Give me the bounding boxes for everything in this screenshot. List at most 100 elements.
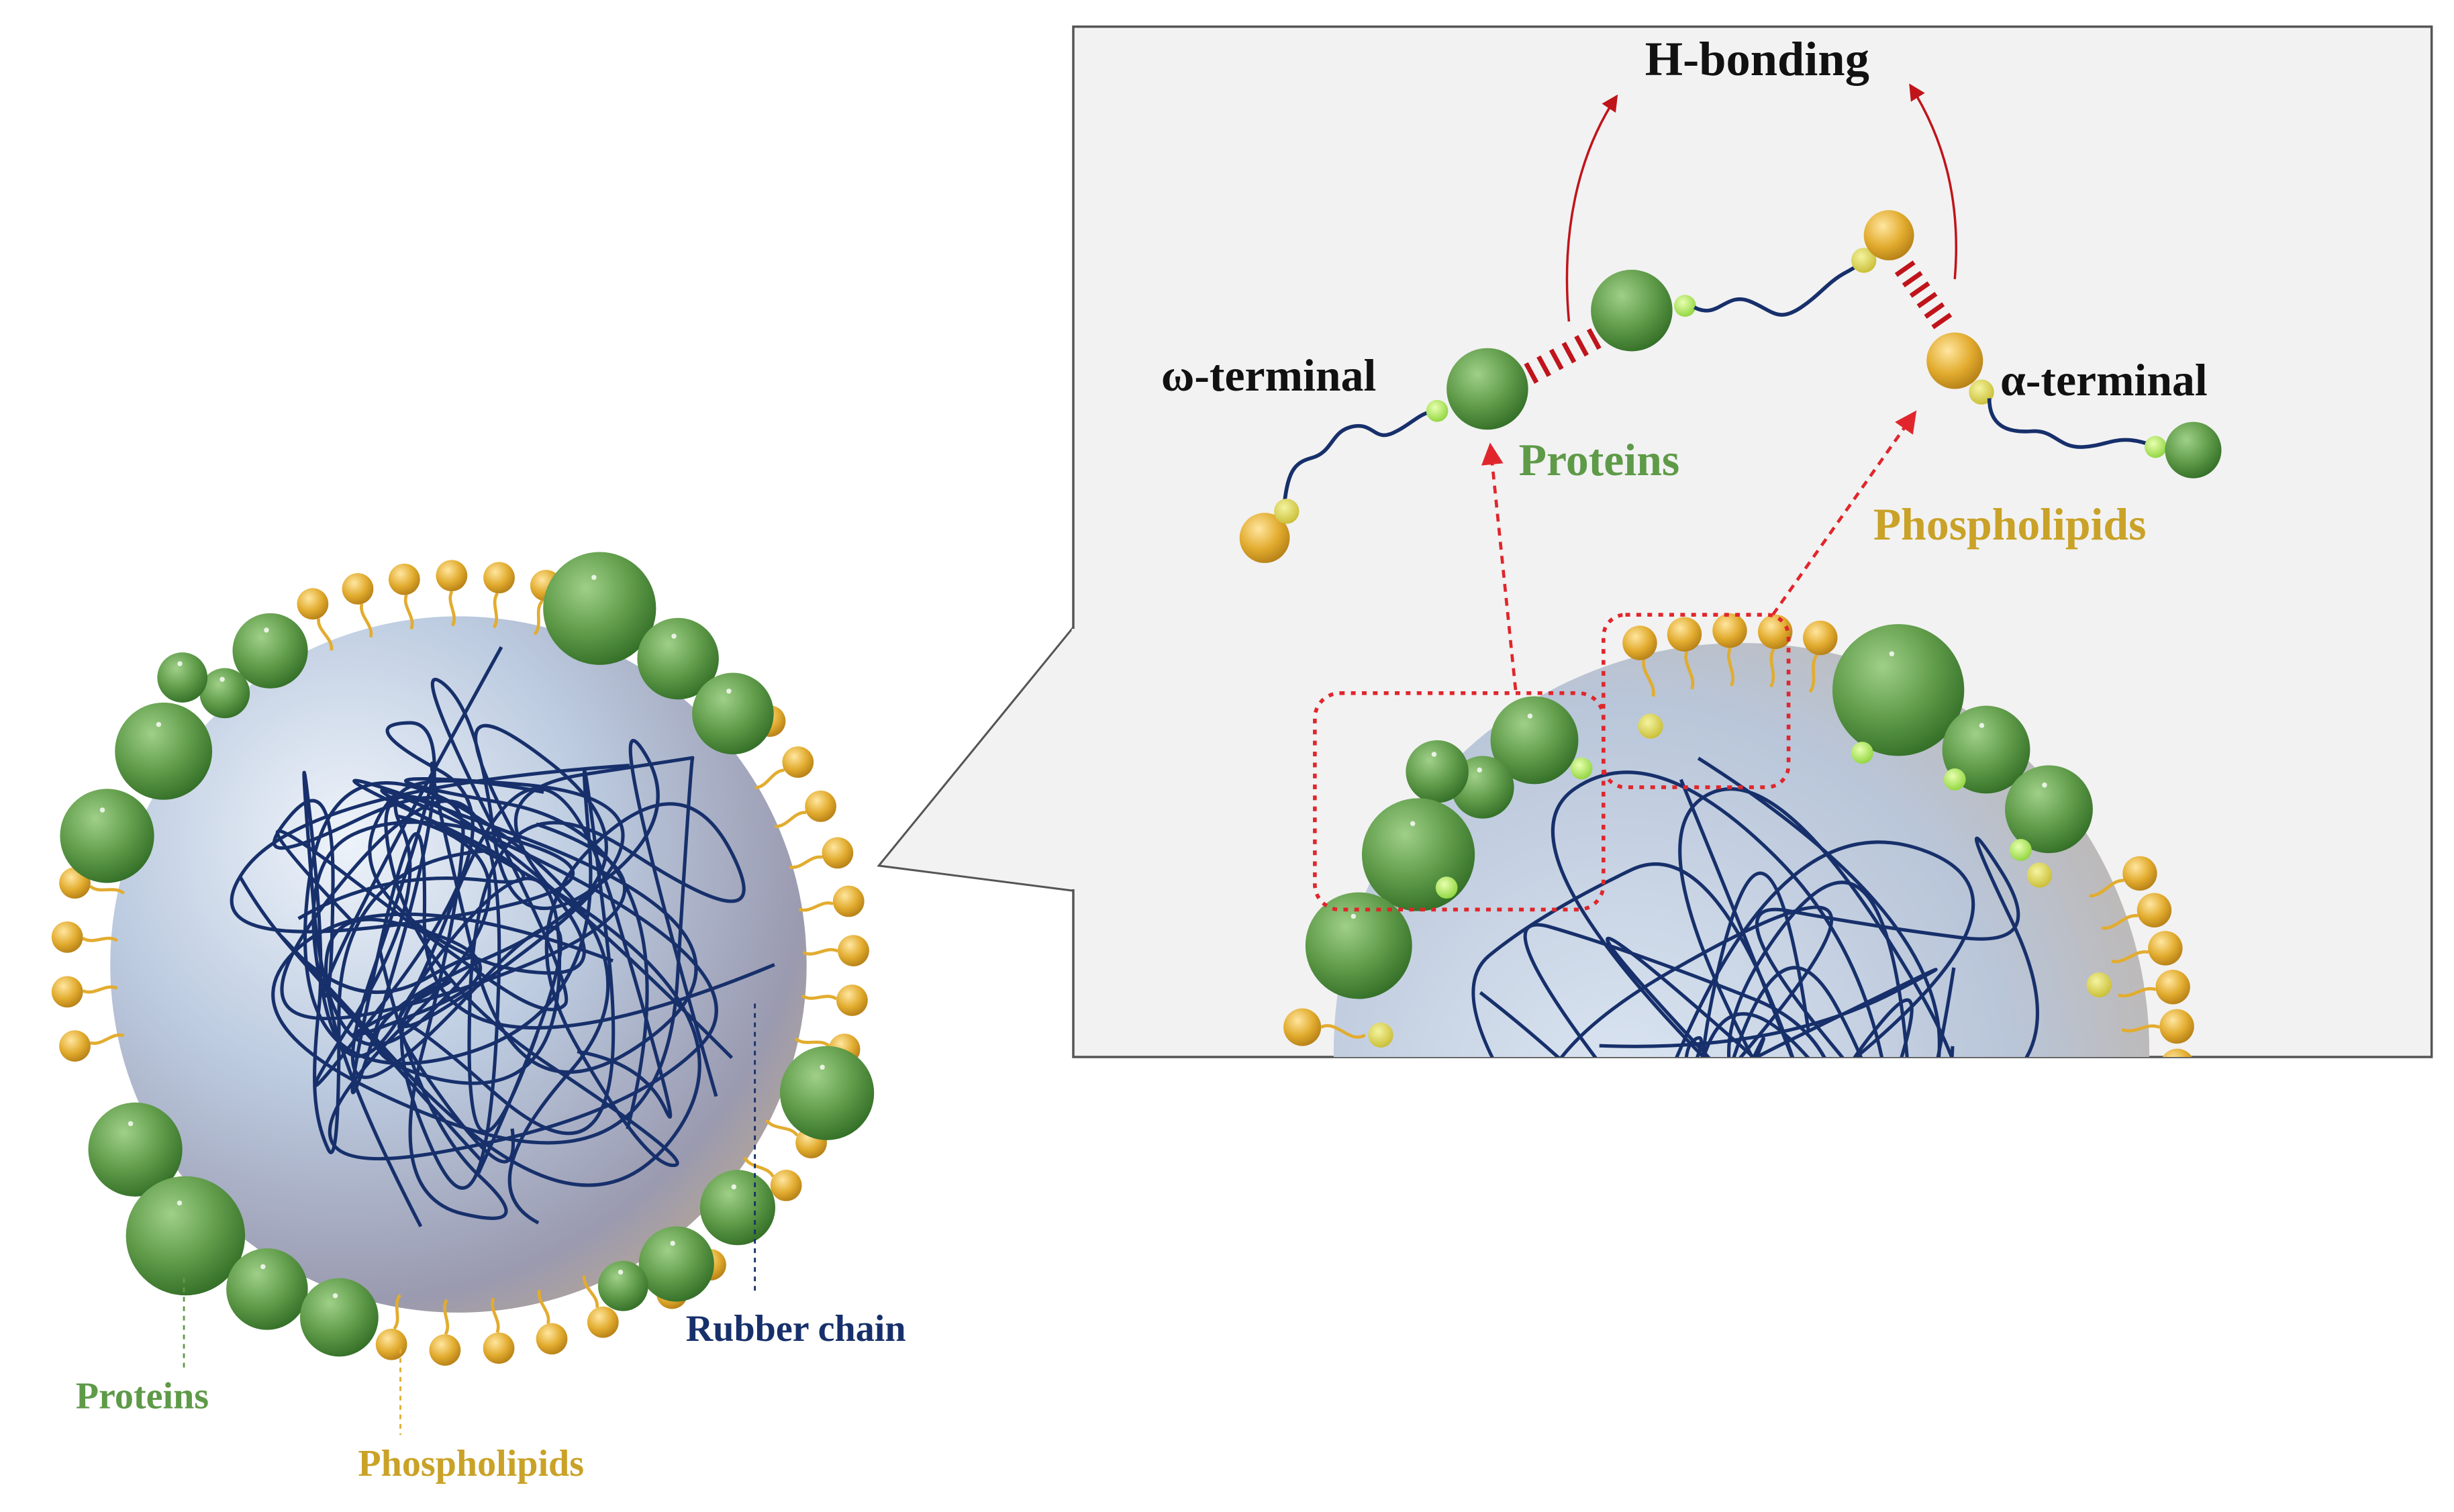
phospholipid-head-icon [51,976,83,1008]
phospholipid-tail [1769,648,1775,688]
phospholipid-head-icon [1283,1008,1322,1046]
phospholipid-head-icon [2148,931,2183,966]
protein-link-icon [1570,757,1593,780]
zoomed-particle-surface [1283,613,2194,1066]
phospholipid-tail [82,985,118,994]
protein-link-icon [1435,876,1458,899]
h-bond-dash [1931,313,1953,330]
alpha-terminal-label: α-terminal [2000,355,2208,405]
highlight-dot [1410,821,1416,827]
phospholipid-head-icon [1667,617,1702,652]
highlight-dot [1477,767,1482,773]
zoom-surface-molecules [1283,613,2194,1066]
h-bond-dash [1574,335,1589,357]
highlight-dot [731,1184,737,1190]
h-bond-dash [1894,260,1916,277]
phospholipid-tail [802,948,839,956]
rubber-chain-strand [1523,923,1930,1058]
phospholipid-tail [317,618,334,651]
highlight-dot [156,721,162,727]
protein-icon [638,1226,714,1302]
phospholipid-head-icon [1757,614,1793,650]
protein-link-icon [1851,742,1873,764]
phospholipid-tail [789,855,823,869]
phospholipid-head-icon [59,1030,91,1062]
phospholipid-head-icon [342,572,374,605]
phospholipids-zoom-label: Phospholipids [1873,499,2147,550]
protein-icon [1490,696,1579,785]
protein-link-icon [1943,768,1966,791]
highlight-dot [332,1293,338,1299]
leader-lines [183,1003,756,1435]
rubber-chain-strand [1599,756,1943,1058]
rubber-chains [230,646,775,1227]
rubber-chain-strand [313,721,775,1095]
highlight-dot [128,1121,134,1127]
phospholipid-tail [443,1299,450,1335]
rubber-chain-strand [384,795,746,1168]
h-bond-dash [1902,270,1923,288]
phospholipid-tail [2122,1063,2160,1066]
phospholipid-tail [403,594,414,630]
phospholipid-head-icon [805,791,836,822]
protein-icon [157,652,208,703]
h-bond-dash [1561,342,1577,364]
phospholipid-tail [82,936,119,942]
phospholipid-head-icon [1803,620,1838,656]
phospholipid-head-icon [838,935,869,966]
rubber-chain-strand [1471,862,1957,1058]
phospholipid-head-icon [2122,856,2157,891]
rubber-chain-middle [1694,258,1867,317]
protein-icon [60,789,154,883]
protein-icon [2165,421,2222,478]
phospholipid-head-icon [536,1323,568,1355]
phospholipid-link-icon [2026,862,2053,888]
protein-icon [543,552,656,665]
phospholipid-tail [491,1297,500,1333]
phospholipid-head-icon [836,985,868,1016]
phospholipid-head-icon [2137,893,2172,928]
highlight-dot [260,1264,266,1270]
highlight-dot [177,661,183,666]
phospholipid-tail [798,901,834,912]
phospholipid-tail [1684,650,1695,690]
protein-icon [88,1102,183,1197]
phospholipid-head-icon [388,563,420,595]
phospholipid-head-icon [1863,210,1914,260]
protein-icon [1305,892,1412,999]
phospholipid-tail [1320,1024,1366,1039]
phospholipid-tail [2089,878,2124,898]
phospholipid-head-icon [436,560,468,592]
rubber-chain-strand [273,646,508,1220]
phospholipids-label: Phospholipids [358,1443,584,1484]
proteins-zoom-label: Proteins [1519,435,1680,485]
protein-icon [699,1170,776,1246]
highlight-dot [671,634,677,639]
protein-icon [2005,765,2093,854]
h-bond-dash [1924,302,1945,319]
phospholipid-tail [448,590,456,627]
phospholipid-head-icon [832,885,865,917]
highlight-dot [177,1200,183,1206]
phospholipid-head-icon [2159,1009,2194,1044]
highlight-dot [2042,783,2047,788]
protein-icon [597,1260,648,1311]
protein-icon [637,617,719,700]
highlight-dot [618,1269,624,1275]
phospholipid-tail [537,1289,550,1324]
h-bond-dash [1524,362,1539,384]
phospholipid-head-icon [587,1306,619,1338]
protein-link-icon [1673,295,1696,317]
phospholipid-tail [765,1119,799,1137]
phospholipid-head-icon [483,1332,515,1364]
phospholipid-tail [2118,987,2157,998]
highlight-boxes [1313,613,1791,912]
zoom-arrows [1481,410,1917,691]
phospholipid-tail [2102,914,2139,930]
h-bond-arrow-left [1565,94,1618,322]
phospholipid-tail [754,768,785,790]
h-bond-dash [1549,348,1564,370]
highlight-dot [1431,752,1437,757]
phospholipid-head-icon [1926,332,1983,389]
